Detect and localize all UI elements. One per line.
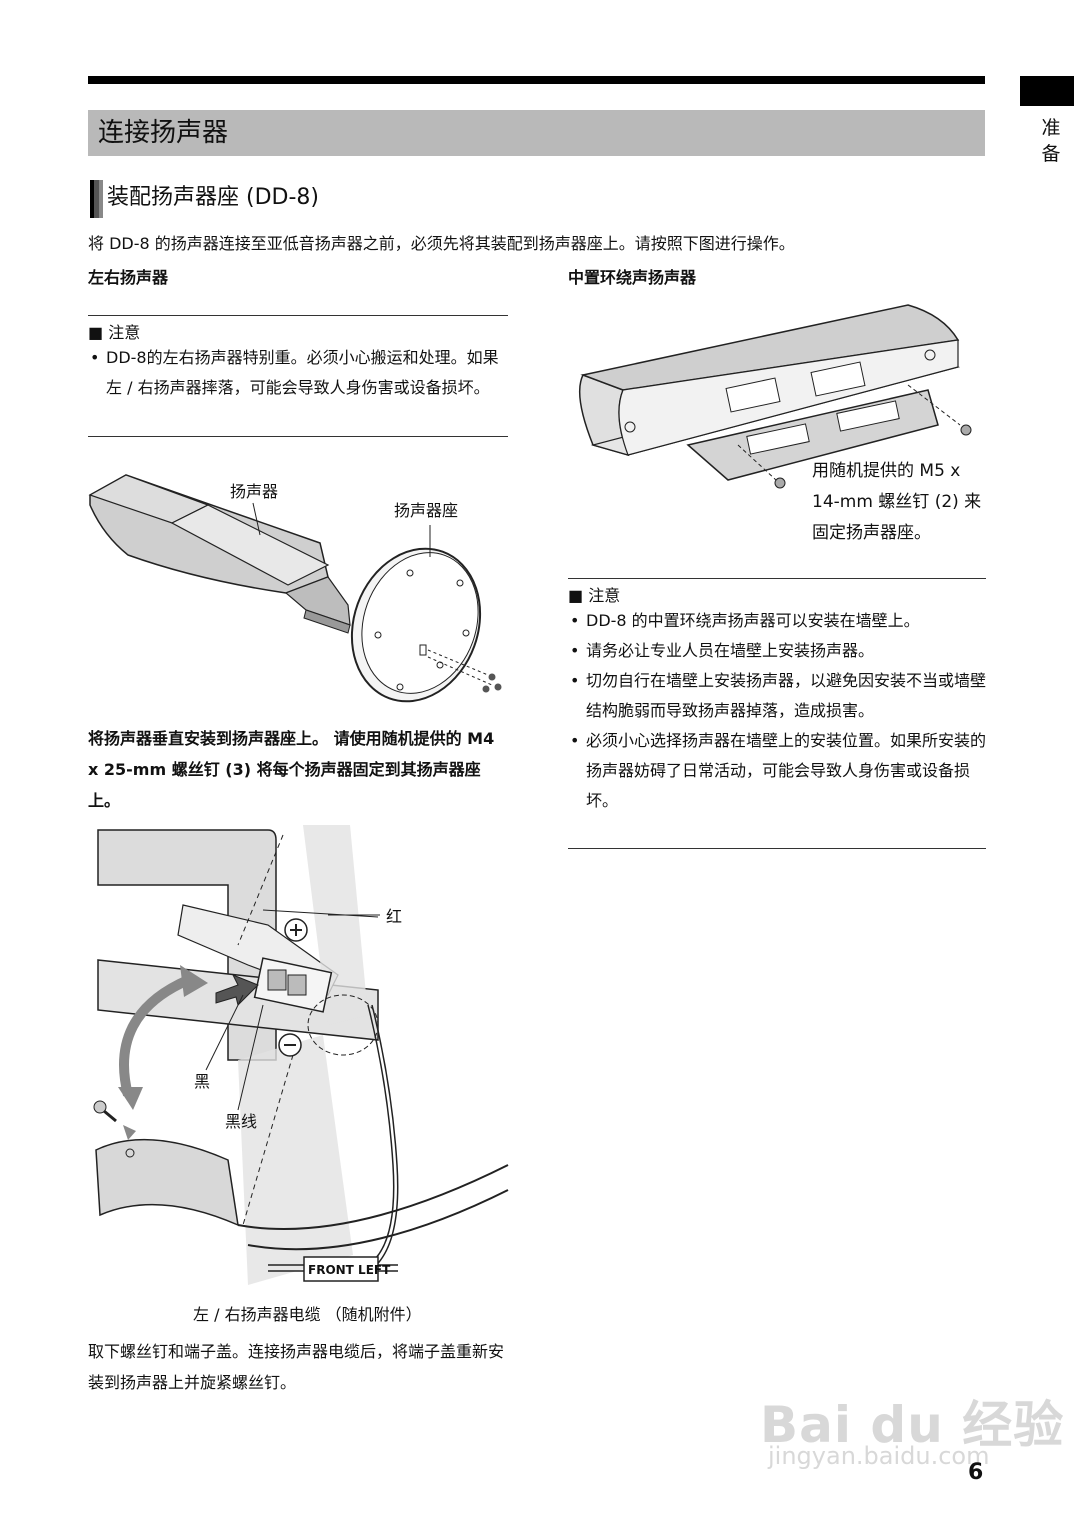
subsection-marker [90, 180, 103, 218]
speaker-cable-illustration [237, 1004, 509, 1282]
right-note-item: •请务必让专业人员在墙壁上安装扬声器。 [570, 641, 875, 660]
side-tab [1020, 76, 1074, 106]
left-note-title: ■ 注意 [88, 323, 141, 342]
fig1-speaker-label: 扬声器 [230, 482, 278, 501]
left-heading: 左右扬声器 [88, 268, 169, 287]
intro-text: 将 DD-8 的扬声器连接至亚低音扬声器之前，必须先将其装配到扬声器座上。请按照… [88, 234, 795, 253]
right-note-item: •切勿自行在墙壁上安装扬声器，以避免因安装不当或墙壁结构脆弱而导致扬声器掉落，造… [570, 671, 987, 720]
right-heading: 中置环绕声扬声器 [568, 268, 697, 287]
rotate-arrow-icon [118, 965, 259, 1110]
left-instruction: 将扬声器垂直安装到扬声器座上。 请使用随机提供的 M4 x 25-mm 螺丝钉 … [88, 729, 495, 810]
fig1-stand-label: 扬声器座 [394, 501, 458, 520]
right-note-title: ■ 注意 [568, 586, 621, 605]
speaker-stand-figure: 扬声器 扬声器座 [88, 474, 502, 703]
screw-icon [482, 673, 502, 693]
fig2-black-wire-label: 黑线 [225, 1112, 257, 1131]
watermark-url: jingyan.baidu.com [768, 1442, 990, 1470]
bracket-illustration [686, 389, 939, 481]
light-beam-illustration [237, 825, 368, 1285]
screw-icon [93, 1100, 136, 1140]
subsection-title: 装配扬声器座 (DD-8) [107, 185, 319, 210]
watermark-logo: Bai du 经验 [760, 1396, 1065, 1454]
terminal-connection-figure: 红 黑 黑线 FRONT LEFT [93, 825, 509, 1285]
center-speaker-figure [578, 304, 972, 489]
plus-icon [284, 918, 308, 942]
right-note-item: •DD-8 的中置环绕声扬声器可以安装在墙壁上。 [570, 611, 920, 630]
right-note-bottom-rule [568, 848, 986, 849]
right-figure-caption: 用随机提供的 M5 x 14-mm 螺丝钉 (2) 来固定扬声器座。 [812, 461, 982, 543]
right-note-item: •必须小心选择扬声器在墙壁上的安装位置。如果所安装的扬声器妨碍了日常活动，可能会… [570, 731, 987, 810]
left-note-list: •DD-8的左右扬声器特别重。必须小心搬运和处理。如果左 / 右扬声器摔落，可能… [88, 343, 508, 403]
page-number: 6 [968, 1460, 984, 1485]
terminal-cover-illustration [95, 1138, 239, 1227]
side-tab-label: 准 备 [1041, 117, 1061, 165]
stand-illustration [350, 547, 502, 703]
left-note-bottom-rule [88, 436, 508, 437]
section-bar [88, 110, 985, 156]
right-note-top-rule [568, 578, 986, 579]
fig2-caption: 左 / 右扬声器电缆 （随机附件） [193, 1305, 422, 1324]
center-speaker-illustration [578, 304, 961, 457]
screw-icon [737, 384, 972, 489]
left-note-top-rule [88, 315, 508, 316]
cable-tag: FRONT LEFT [308, 1263, 391, 1277]
top-rule [88, 76, 985, 84]
speaker-illustration [88, 474, 351, 634]
right-note-list: •DD-8 的中置环绕声扬声器可以安装在墙壁上。 •请务必让专业人员在墙壁上安装… [568, 606, 986, 816]
section-title: 连接扬声器 [98, 118, 229, 148]
fig2-red-label: 红 [386, 907, 402, 926]
terminal-illustration [253, 909, 379, 1056]
minus-icon [278, 1033, 302, 1057]
fig2-black-label: 黑 [194, 1072, 210, 1091]
left-note-item: •DD-8的左右扬声器特别重。必须小心搬运和处理。如果左 / 右扬声器摔落，可能… [90, 348, 499, 397]
left-final-text: 取下螺丝钉和端子盖。连接扬声器电缆后，将端子盖重新安装到扬声器上并旋紧螺丝钉。 [88, 1342, 505, 1392]
